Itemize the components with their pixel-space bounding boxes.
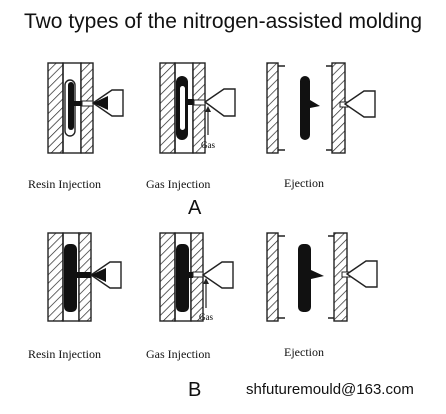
row-a-caption-gas-injection: Gas Injection (146, 177, 211, 191)
row-b-caption-ejection: Ejection (284, 345, 324, 359)
row-b-resin-injection-diagram (47, 232, 122, 322)
row-b-label: B (188, 379, 202, 401)
row-b-gas-injection-diagram: Gas (159, 232, 234, 322)
email-address: shfuturemould@163.com (246, 381, 414, 398)
row-a-caption-resin-injection: Resin Injection (28, 177, 101, 191)
row-a-ejection-diagram (266, 62, 376, 154)
row-b-gas-label: Gas (199, 312, 213, 322)
row-a-gas-injection-diagram: Gas (159, 62, 236, 154)
page-title: Two types of the nitrogen-assisted moldi… (23, 10, 423, 33)
row-a-label: A (188, 197, 202, 219)
row-b-caption-gas-injection: Gas Injection (146, 347, 211, 361)
row-a-caption-ejection: Ejection (284, 176, 324, 190)
row-a-resin-injection-diagram (47, 62, 124, 154)
row-a-gas-label: Gas (201, 140, 215, 150)
row-b-ejection-diagram (266, 232, 378, 322)
row-b-caption-resin-injection: Resin Injection (28, 347, 101, 361)
